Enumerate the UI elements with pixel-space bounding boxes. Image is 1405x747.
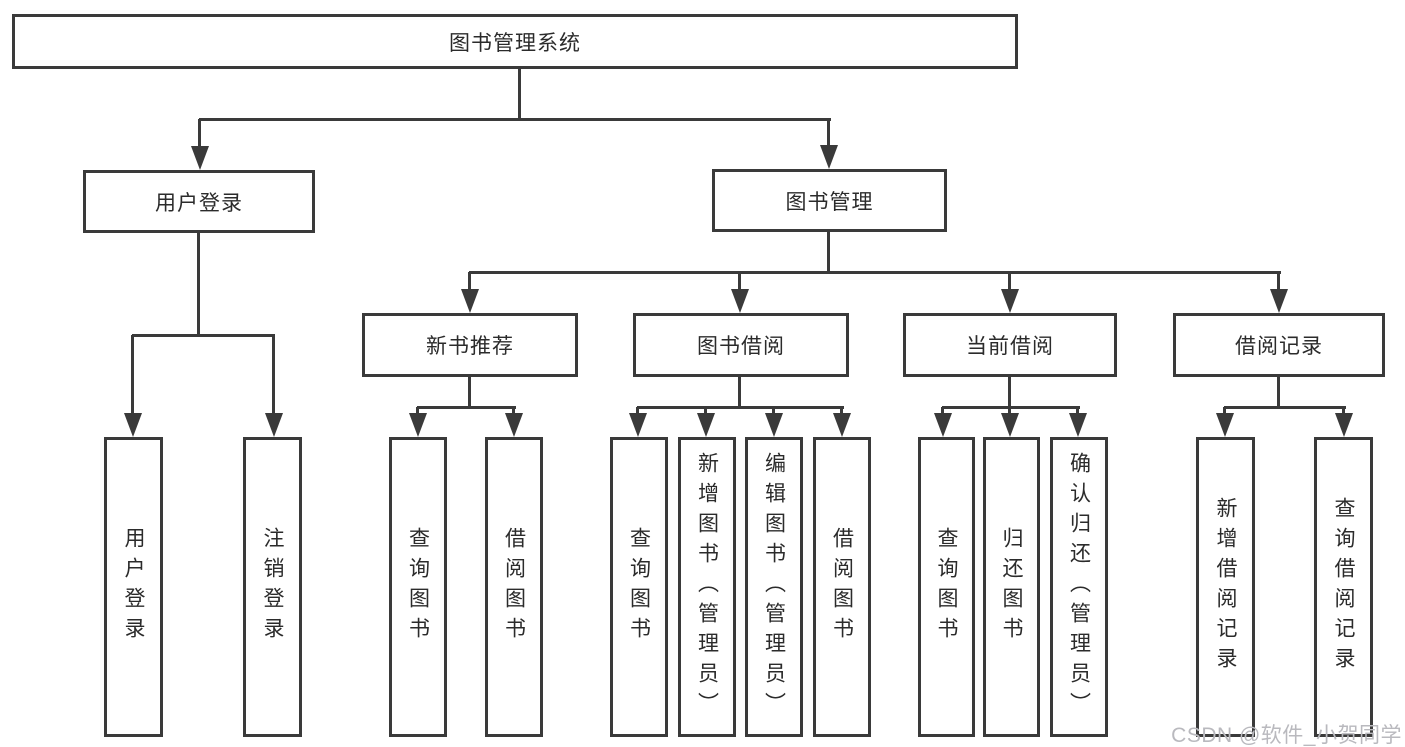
- arrow-to-user-login: [198, 119, 201, 146]
- node-leaf-bb-add-books-admin: 新增图书（管理员）: [678, 437, 736, 737]
- connector-root-trunk: [518, 68, 521, 120]
- connector-current-borrow-split: [942, 406, 1080, 409]
- arrow-to-bb-borrow: [840, 407, 843, 413]
- connector-book-borrow-split: [637, 406, 844, 409]
- arrow-to-cb-query: [941, 407, 944, 413]
- arrow-to-bb-edit: [772, 407, 775, 413]
- node-borrow-records: 借阅记录: [1173, 313, 1385, 377]
- node-leaf-br-add-record: 新增借阅记录: [1196, 437, 1255, 737]
- arrow-to-bb-query: [636, 407, 639, 413]
- node-new-book-rec: 新书推荐: [362, 313, 578, 377]
- arrow-to-book-mgmt: [827, 119, 830, 145]
- connector-borrow-records-trunk: [1277, 377, 1280, 408]
- node-leaf-bb-borrow-books: 借阅图书: [813, 437, 871, 737]
- node-root-library-system: 图书管理系统: [12, 14, 1018, 69]
- node-book-mgmt: 图书管理: [712, 169, 947, 232]
- node-leaf-cb-confirm-return-admin: 确认归还（管理员）: [1050, 437, 1108, 737]
- arrow-to-current-borrow: [1008, 272, 1011, 289]
- arrow-to-bb-add: [704, 407, 707, 413]
- connector-current-borrow-trunk: [1008, 377, 1011, 408]
- connector-book-borrow-trunk: [738, 377, 741, 408]
- node-leaf-cb-return-books: 归还图书: [983, 437, 1040, 737]
- csdn-watermark: CSDN @软件_小贺同学: [1171, 724, 1402, 747]
- node-leaf-bb-query-books: 查询图书: [610, 437, 668, 737]
- node-leaf-logout: 注销登录: [243, 437, 302, 737]
- node-user-login: 用户登录: [83, 170, 315, 233]
- node-leaf-br-query-record: 查询借阅记录: [1314, 437, 1373, 737]
- arrow-to-br-add: [1223, 407, 1226, 413]
- arrow-to-cb-confirm: [1076, 407, 1079, 413]
- connector-book-mgmt-split: [469, 271, 1281, 274]
- arrow-to-borrow-records: [1277, 272, 1280, 289]
- node-book-borrow: 图书借阅: [633, 313, 849, 377]
- connector-book-mgmt-trunk: [827, 232, 830, 273]
- arrow-to-cb-return: [1008, 407, 1011, 413]
- arrow-to-br-query: [1342, 407, 1345, 413]
- node-leaf-bb-edit-books-admin: 编辑图书（管理员）: [745, 437, 803, 737]
- arrow-to-new-book-rec: [468, 272, 471, 289]
- connector-new-book-rec-split: [417, 406, 516, 409]
- arrow-to-rec-query: [416, 407, 419, 413]
- connector-new-book-rec-trunk: [468, 377, 471, 408]
- connector-level1-split: [199, 118, 831, 121]
- connector-user-login-split: [132, 334, 275, 337]
- node-current-borrow: 当前借阅: [903, 313, 1117, 377]
- arrow-to-login: [131, 335, 134, 413]
- node-leaf-rec-query-books: 查询图书: [389, 437, 447, 737]
- node-leaf-rec-borrow-books: 借阅图书: [485, 437, 543, 737]
- arrow-to-rec-borrow: [512, 407, 515, 413]
- arrow-to-book-borrow: [738, 272, 741, 289]
- node-leaf-cb-query-books: 查询图书: [918, 437, 975, 737]
- node-leaf-user-login: 用户登录: [104, 437, 163, 737]
- connector-user-login-trunk: [197, 233, 200, 336]
- arrow-to-logout: [272, 335, 275, 413]
- connector-borrow-records-split: [1224, 406, 1346, 409]
